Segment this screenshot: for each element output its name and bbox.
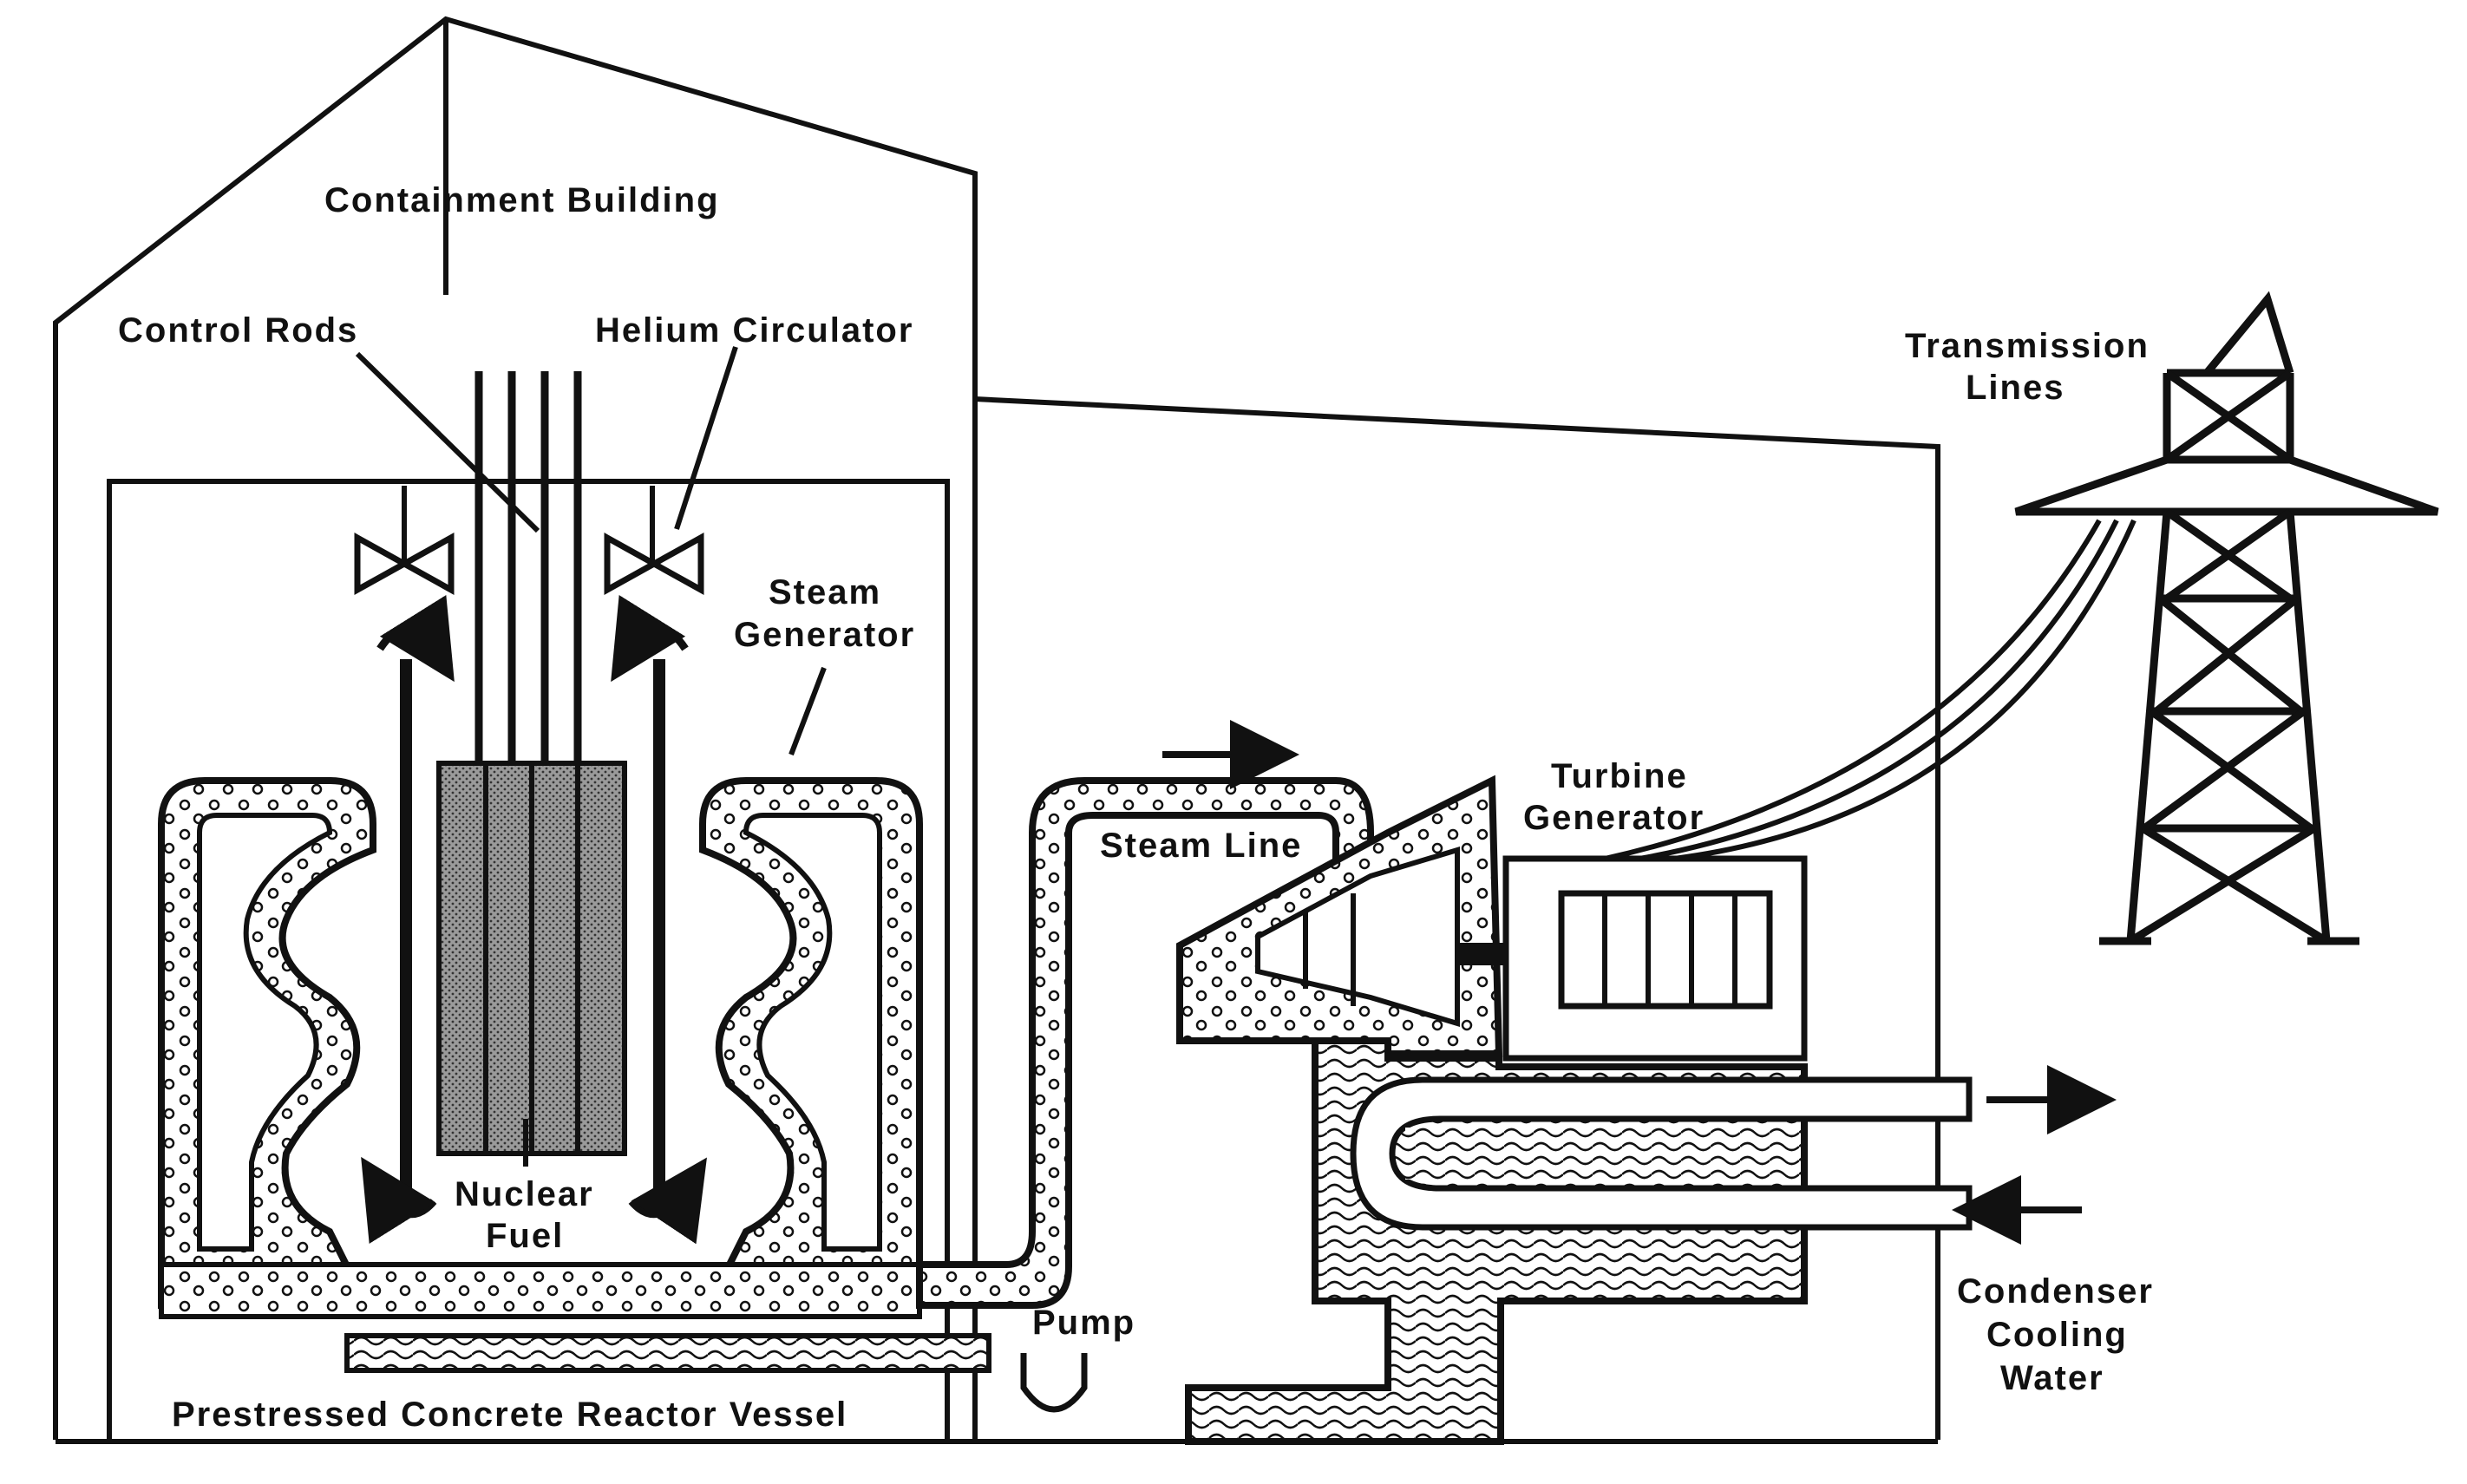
label-helium-circulator: Helium Circulator xyxy=(595,311,913,350)
label-control-rods: Control Rods xyxy=(118,311,358,350)
label-nuclear-fuel-2: Fuel xyxy=(486,1217,564,1255)
helium-circulator-left xyxy=(354,486,455,595)
condenser-tube xyxy=(1350,1076,1973,1231)
steam-line xyxy=(916,777,1374,1309)
label-transmission-lines-2: Lines xyxy=(1966,369,2065,407)
pump xyxy=(1020,1353,1088,1413)
reactor-vessel-outline xyxy=(107,479,950,1442)
transmission-tower xyxy=(2014,291,2439,945)
helium-flow-arrows xyxy=(361,594,707,1245)
label-turbine-generator-1: Turbine xyxy=(1551,757,1688,795)
label-condenser-1: Condenser xyxy=(1957,1272,2154,1311)
transmission-lines xyxy=(1604,519,2137,861)
label-steam-generator-1: Steam xyxy=(769,573,881,611)
generator-bars xyxy=(1602,893,1737,1006)
label-condenser-2: Cooling xyxy=(1986,1316,2128,1354)
label-condenser-3: Water xyxy=(2000,1359,2104,1397)
condenser xyxy=(1185,1037,1808,1445)
label-nuclear-fuel-1: Nuclear xyxy=(455,1175,594,1213)
generator-core xyxy=(1558,890,1773,1010)
feedwater-bottom-band xyxy=(159,1262,922,1319)
label-steam-line: Steam Line xyxy=(1100,827,1302,865)
label-steam-generator-2: Generator xyxy=(734,616,915,654)
condenser-water xyxy=(1405,1128,1570,1180)
label-pump: Pump xyxy=(1032,1304,1135,1342)
label-reactor-vessel: Prestressed Concrete Reactor Vessel xyxy=(172,1396,847,1434)
helium-circulator-right xyxy=(604,486,704,595)
fuel-lanes xyxy=(483,763,580,1154)
leader-lines xyxy=(355,227,827,1167)
label-containment-building: Containment Building xyxy=(324,181,720,219)
label-transmission-lines-1: Transmission xyxy=(1905,327,2150,365)
label-turbine-generator-2: Generator xyxy=(1523,799,1705,837)
feedwater-line xyxy=(344,1333,991,1373)
